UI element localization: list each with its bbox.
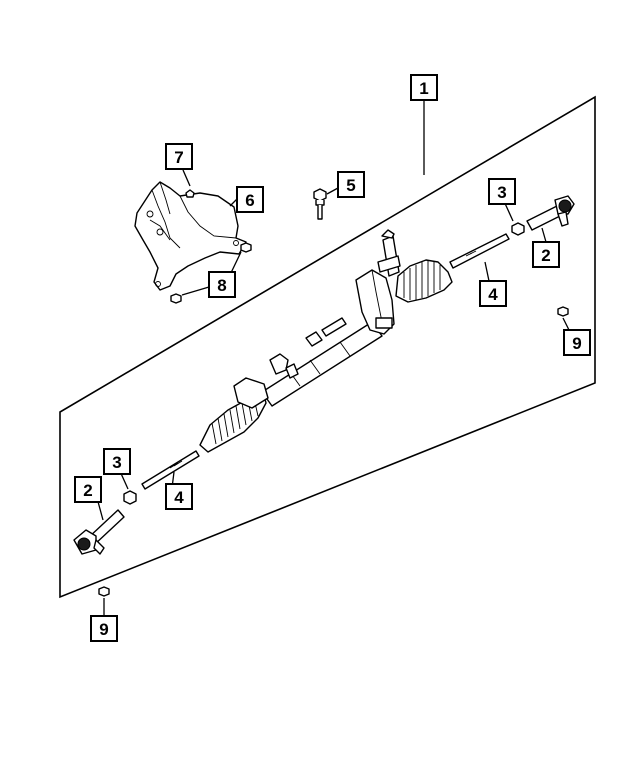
callout-2-right: 2 [532,241,560,268]
callout-1: 1 [410,74,438,101]
callout-4-right: 4 [479,280,507,307]
callout-4-left-label: 4 [174,488,184,507]
jam-nut-left [123,490,137,505]
callout-5-label: 5 [346,176,355,195]
callout-4-right-label: 4 [488,285,498,304]
nut-9-right [557,306,569,317]
callout-7: 7 [165,143,193,170]
heat-shield [134,181,247,291]
callout-9-right-label: 9 [572,334,581,353]
nut-8-lower [170,293,182,304]
callout-3-right-label: 3 [497,183,506,202]
callout-3-left: 3 [103,448,131,475]
tie-rod-end-left [73,509,125,555]
callout-5: 5 [337,171,365,198]
callout-2-right-label: 2 [541,246,550,265]
clip-7 [185,189,195,198]
steering-rack [141,229,510,490]
assembly-outline [59,95,596,599]
callout-2-left-label: 2 [83,481,92,500]
callout-8-label: 8 [217,276,226,295]
callout-9-right: 9 [563,329,591,356]
tie-rod-end-right [526,195,575,231]
callout-6-label: 6 [245,191,254,210]
callout-9-left: 9 [90,615,118,642]
callout-7-label: 7 [174,148,183,167]
callout-2-left: 2 [74,476,102,503]
callout-1-label: 1 [419,79,428,98]
callout-6: 6 [236,186,264,213]
callout-3-left-label: 3 [112,453,121,472]
callout-3-right: 3 [488,178,516,205]
nut-9-left [98,586,110,597]
jam-nut-right [511,222,525,236]
bolt-5 [313,188,327,220]
nut-8-upper [240,242,252,253]
callout-4-left: 4 [165,483,193,510]
callout-9-left-label: 9 [99,620,108,639]
callout-8: 8 [208,271,236,298]
